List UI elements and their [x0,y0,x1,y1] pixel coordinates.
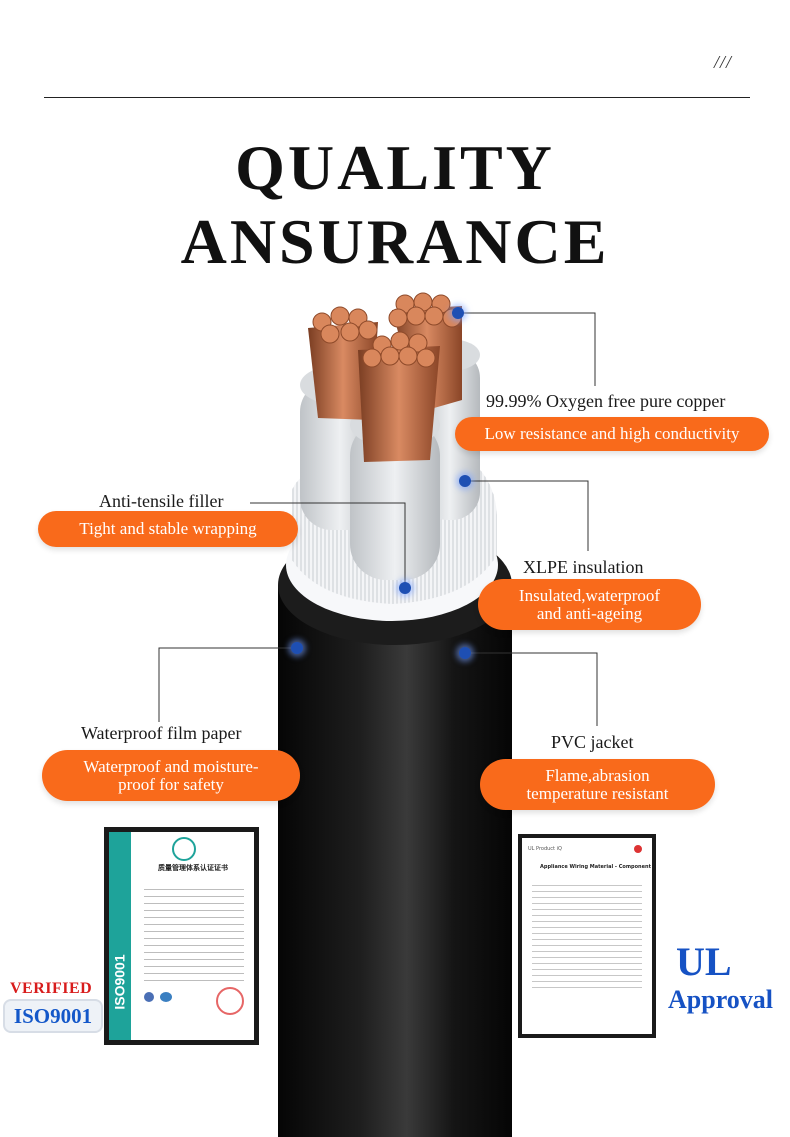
filler-marker [399,582,411,594]
pvc-label: PVC jacket [551,732,634,752]
pvc-desc-line-2: temperature resistant [526,783,669,803]
header-divider [44,97,750,98]
xlpe-label: XLPE insulation [523,557,644,577]
iso-certificate: ISO9001 质量管理体系认证证书 [104,827,259,1045]
filler-desc: Tight and stable wrapping [79,519,257,538]
title-line-2: ANSURANCE [180,206,610,277]
xlpe-marker [459,475,471,487]
film-label: Waterproof film paper [81,723,242,743]
copper-desc: Low resistance and high conductivity [484,424,740,443]
iaf-icon [144,992,154,1002]
copper-marker [452,307,464,319]
leader-lines [158,312,598,726]
ul-doc-header: UL Product iQ [528,846,562,852]
filler-desc-pill: Tight and stable wrapping [38,511,298,547]
slash-decoration: /// [714,52,733,72]
title-line-1: QUALITY [235,132,555,203]
cert-logo-icon [172,837,196,861]
filler-label: Anti-tensile filler [99,491,224,511]
pvc-desc-line-1: Flame,abrasion [545,765,650,785]
iso9001-badge: ISO9001 [3,999,103,1033]
cert-text-lines [144,883,244,983]
xlpe-desc-line-1: Insulated,waterproof [518,585,661,605]
copper-desc-pill: Low resistance and high conductivity [455,417,769,451]
pvc-marker [459,647,471,659]
ul-text: UL [676,939,732,984]
ul-mark-icon [634,845,642,853]
copper-conductors [308,292,462,462]
xlpe-desc-pill: Insulated,waterproof and anti-ageing [478,579,701,630]
film-marker [291,642,303,654]
film-desc-pill: Waterproof and moisture- proof for safet… [42,750,300,801]
verified-text: VERIFIED [10,980,93,997]
copper-label: 99.99% Oxygen free pure copper [486,391,726,411]
approval-text: Approval [668,985,773,1014]
iso-cert-title: 质量管理体系认证证书 [158,864,228,872]
ul-doc-title: Appliance Wiring Material - Component [540,864,651,870]
ul-doc-text-lines [532,880,642,990]
film-desc-line-1: Waterproof and moisture- [83,756,259,776]
pvc-desc-pill: Flame,abrasion temperature resistant [480,759,715,810]
ul-document: UL Product iQ Appliance Wiring Material … [518,834,656,1038]
red-seal-icon [216,987,244,1015]
cnas-icon [160,992,172,1002]
iso-side-text: ISO9001 [112,954,129,1010]
xlpe-desc-line-2: and anti-ageing [536,603,643,623]
film-desc-line-2: proof for safety [118,774,224,794]
